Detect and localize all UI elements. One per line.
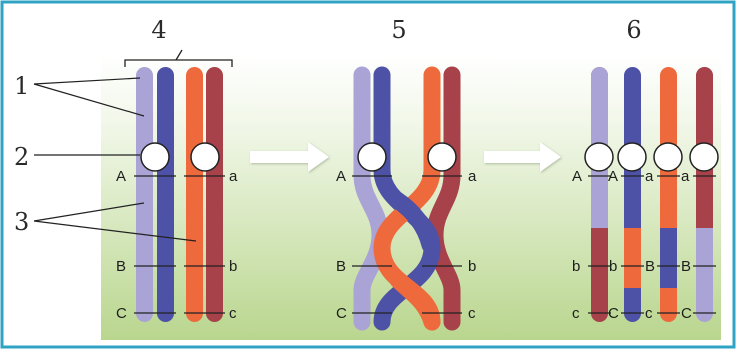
callout-label-2: 2 [14,143,29,171]
allele-label: b [468,258,476,275]
allele-label: b [572,258,580,275]
chromatid-light-purple [136,67,153,322]
leader-line [33,202,145,222]
allele-label: C [608,305,619,322]
allele-label: C [116,305,127,322]
allele-label: c [468,305,476,322]
gene-loci-lines [352,175,462,314]
allele-label: a [645,168,654,185]
right-arrow-icon [484,142,561,172]
chromatid-orange-overlap [389,271,441,331]
centromere [617,142,647,172]
allele-label: c [229,305,237,322]
allele-label: A [336,168,346,185]
recombinant-chromatid-2 [624,67,641,322]
stage-4: 4 A B C a b c [116,16,238,322]
gene-loci-lines [134,175,225,314]
stage-5: 5 A B C a b c [336,16,477,331]
stage-label-6: 6 [626,16,641,44]
recombinant-chromatid-3 [660,67,677,322]
recombinant-chromatid-4 [696,67,713,322]
leader-line [33,77,141,85]
leader-line [33,83,145,117]
stage-label-4: 4 [151,16,166,44]
allele-label: a [229,168,238,185]
allele-label: C [336,305,347,322]
allele-label: A [608,168,618,185]
allele-label: a [468,168,477,185]
chromatid-orange [186,67,203,322]
callout-label-1: 1 [14,72,29,100]
allele-label: c [645,305,653,322]
callout-label-3: 3 [14,208,29,236]
centromere [427,142,457,172]
allele-label: A [572,168,582,185]
centromere [653,142,683,172]
allele-label: B [681,258,691,275]
allele-label: A [116,168,126,185]
allele-label: B [645,258,655,275]
centromere [357,142,387,172]
centromere [140,142,170,172]
stage-label-5: 5 [391,16,406,44]
gene-loci-lines [588,175,716,314]
recombinant-chromatid-1 [591,67,608,322]
centromere [190,142,220,172]
leader-line [33,220,197,242]
allele-label: b [229,258,237,275]
chromatid-dark-blue-overlap [388,191,439,254]
tetrad-bracket [124,59,233,67]
allele-label: b [609,258,617,275]
allele-label: B [336,258,346,275]
centromere [689,142,719,172]
crossed-chromatids [353,66,461,331]
bracket-tick [175,49,183,61]
allele-label: B [116,258,126,275]
allele-label: c [572,305,580,322]
stage-6: 6 A [572,16,719,322]
allele-label: C [681,305,692,322]
right-arrow-icon [250,142,329,172]
chromatid-dark-blue [157,67,174,322]
centromere [584,142,614,172]
callouts: 1 2 3 [14,72,197,242]
allele-label: a [681,168,690,185]
chromatid-dark-red [206,67,223,322]
